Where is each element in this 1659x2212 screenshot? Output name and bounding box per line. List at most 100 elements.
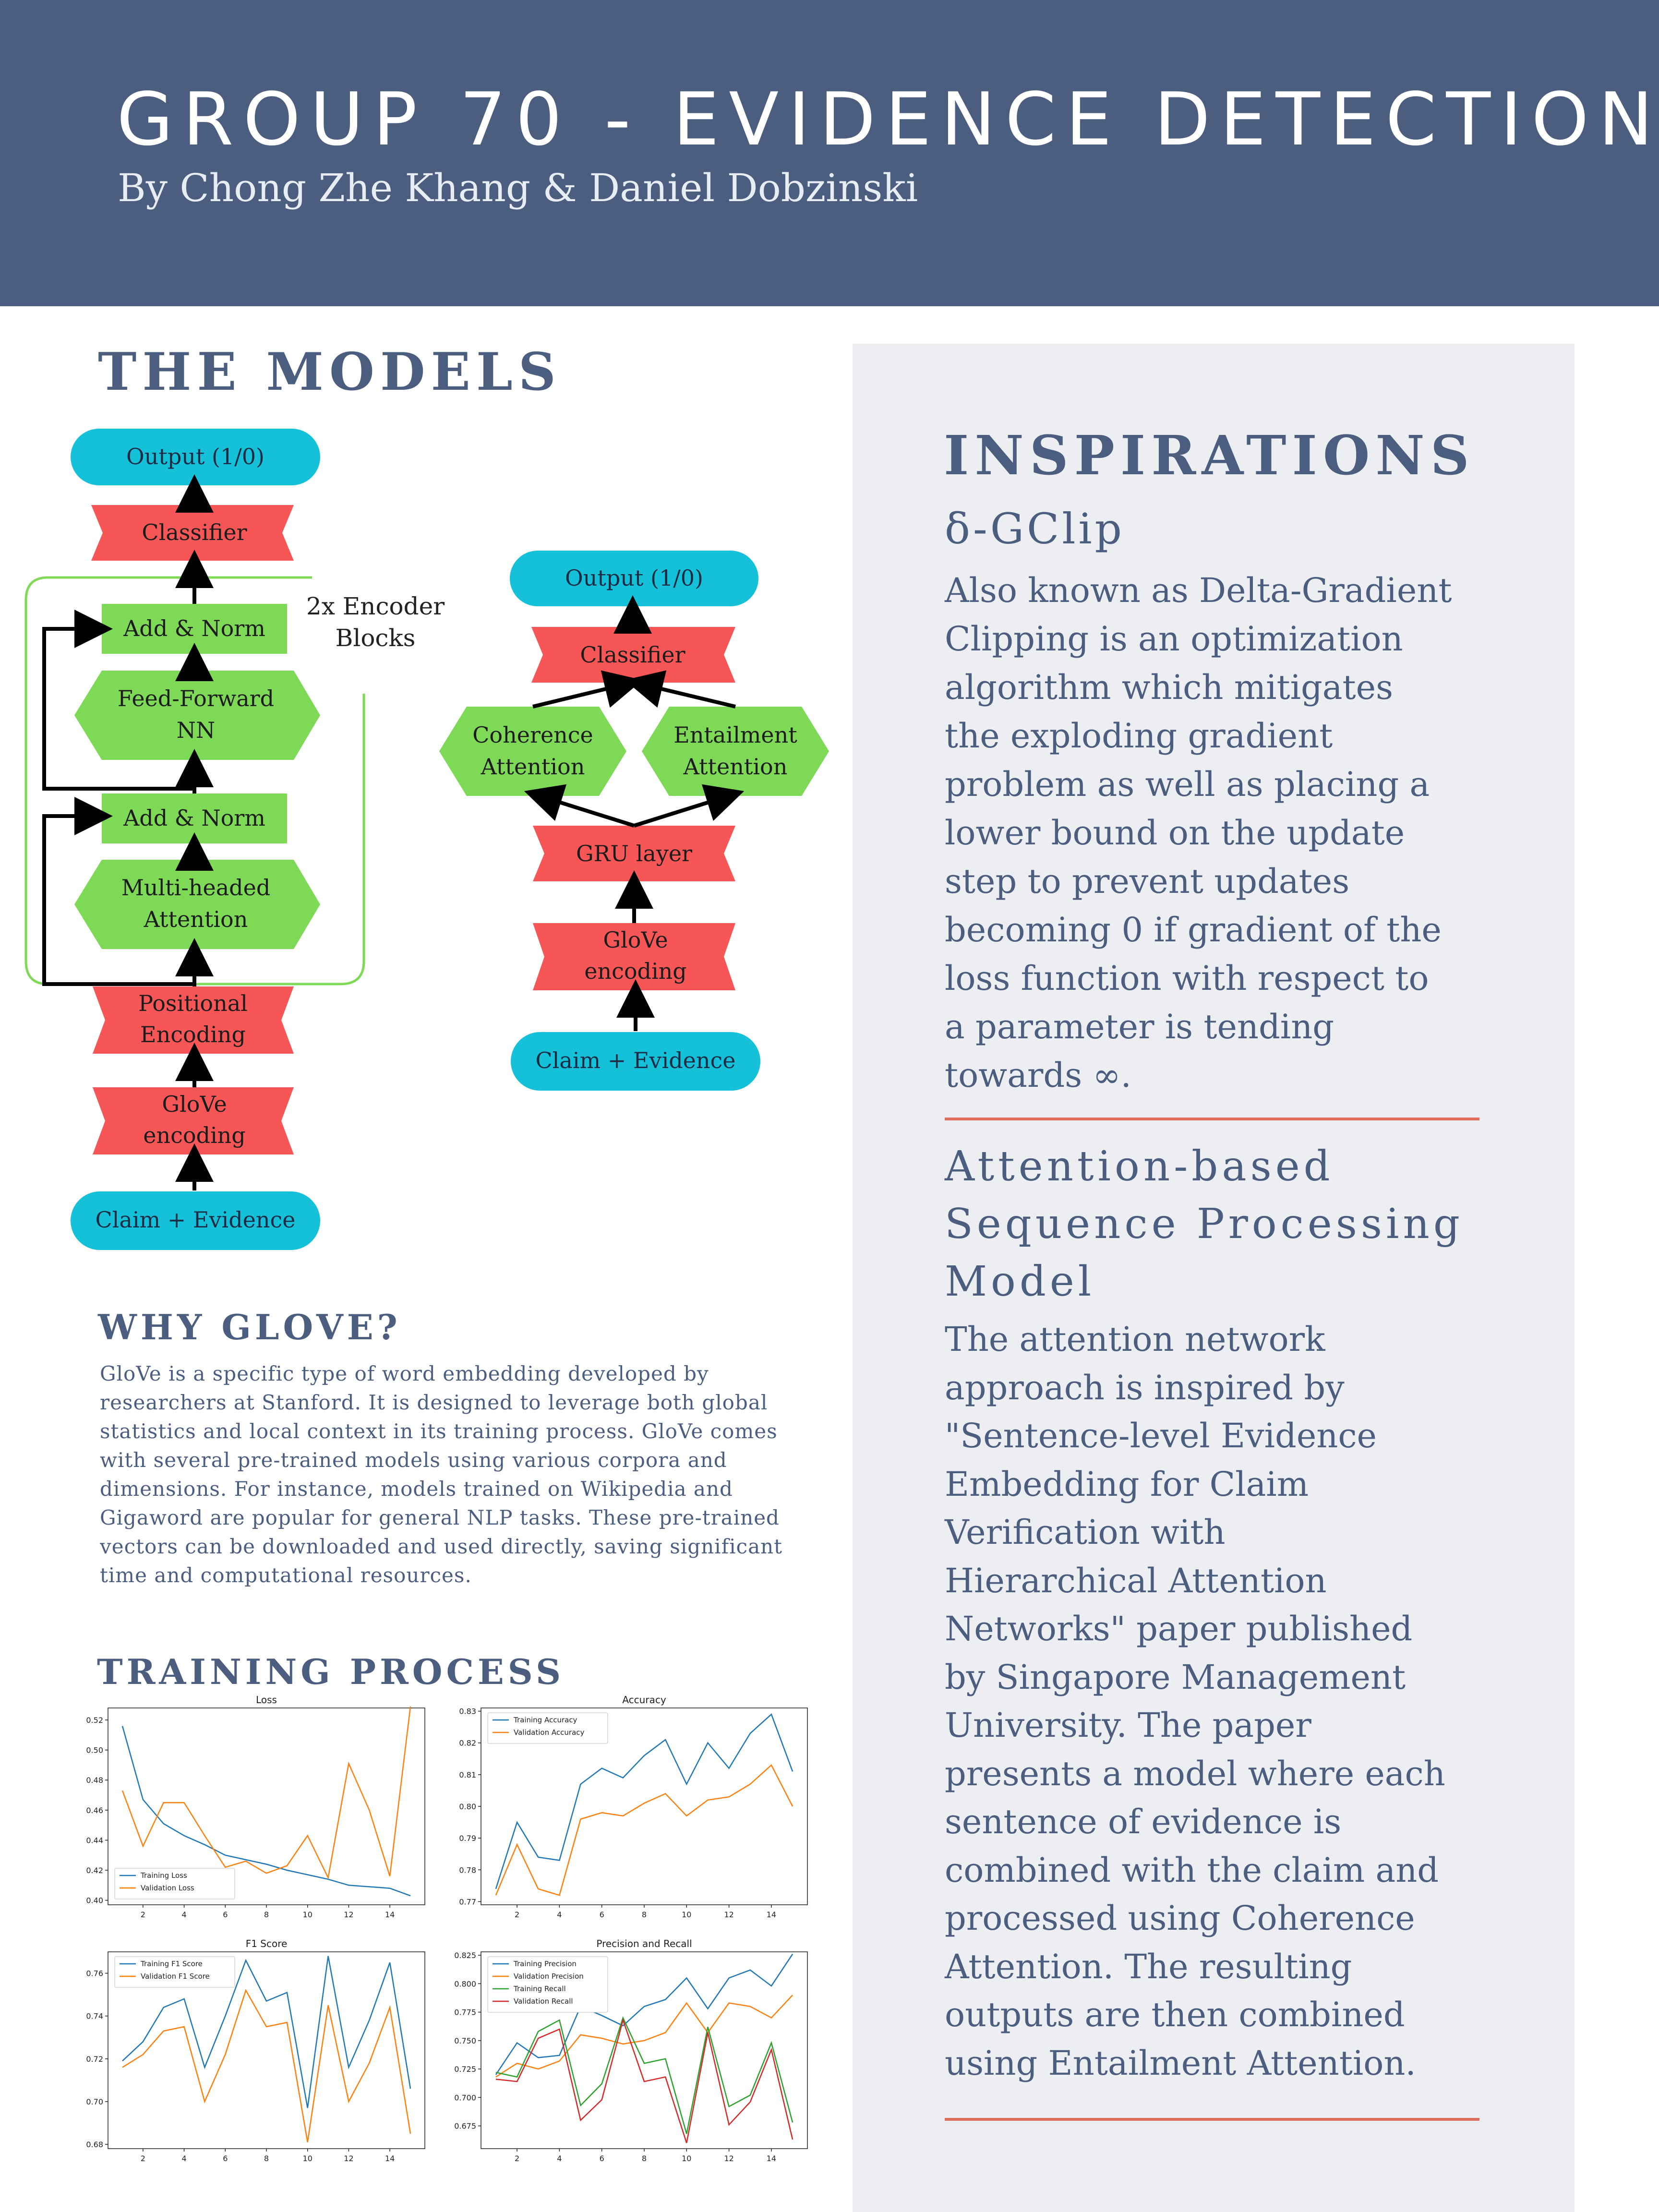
x-tick-label: 6 — [600, 1910, 604, 1919]
y-tick-label: 0.42 — [86, 1866, 103, 1875]
attention-line: combined with the claim and — [945, 1850, 1439, 1890]
right-classifier-banner — [531, 627, 735, 683]
right-entailment-label-1: Entailment — [673, 722, 797, 748]
y-tick-label: 0.46 — [86, 1806, 103, 1815]
attention-subheading-line: Model — [945, 1258, 1095, 1306]
right-glove-banner — [533, 923, 735, 990]
x-tick-label: 8 — [642, 2154, 647, 2163]
x-tick-label: 4 — [557, 1910, 562, 1919]
x-tick-label: 4 — [181, 2154, 186, 2163]
series-line — [495, 1954, 793, 2075]
why-glove-heading: WHY GLOVE? — [98, 1307, 401, 1347]
x-tick-label: 2 — [141, 1910, 145, 1919]
attention-line: using Entailment Attention. — [945, 2043, 1416, 2083]
attention-subheading-line: Sequence Processing — [945, 1200, 1464, 1248]
attention-line: Embedding for Claim — [945, 1464, 1309, 1504]
right-input-label: Claim + Evidence — [535, 1047, 735, 1073]
y-tick-label: 0.79 — [459, 1834, 476, 1843]
gclip-line: Clipping is an optimization — [945, 619, 1403, 659]
y-tick-label: 0.825 — [454, 1951, 476, 1960]
series-line — [495, 2016, 793, 2134]
x-tick-label: 8 — [264, 1910, 269, 1919]
gclip-line: becoming 0 if gradient of the — [945, 910, 1442, 950]
why-glove-line: vectors can be downloaded and used direc… — [100, 1535, 783, 1558]
why-glove-line: with several pre-trained models using va… — [100, 1448, 727, 1472]
why-glove-line: statistics and local context in its trai… — [100, 1419, 778, 1443]
left-mha-label-2: Attention — [144, 906, 248, 932]
attention-line: Hierarchical Attention — [945, 1561, 1327, 1600]
x-tick-label: 12 — [724, 1910, 733, 1919]
x-tick-label: 10 — [682, 1910, 691, 1919]
right-coherence-hexagon — [439, 707, 626, 796]
gclip-line: step to prevent updates — [945, 862, 1350, 901]
chart-title: Accuracy — [622, 1694, 666, 1706]
y-tick-label: 0.52 — [86, 1716, 103, 1725]
header-banner: GROUP 70 - EVIDENCE DETECTION By Chong Z… — [0, 0, 1659, 306]
x-tick-label: 14 — [385, 1910, 395, 1919]
gclip-line: algorithm which mitigates — [945, 668, 1393, 707]
left-positional-label-2: Encoding — [140, 1022, 246, 1047]
attention-line: sentence of evidence is — [945, 1802, 1342, 1841]
chart-title: Precision and Recall — [596, 1938, 692, 1949]
attention-line: presents a model where each — [945, 1754, 1445, 1793]
x-tick-label: 12 — [344, 1910, 353, 1919]
right-gru-label: GRU layer — [576, 841, 692, 866]
y-tick-label: 0.82 — [459, 1739, 476, 1748]
y-tick-label: 0.800 — [454, 1979, 476, 1988]
legend-label: Training Recall — [513, 1984, 566, 1993]
left-add-norm-top-label: Add & Norm — [123, 615, 265, 641]
encoder-label-line2: Blocks — [336, 624, 416, 652]
legend-box — [114, 1956, 235, 1988]
legend-label: Training Accuracy — [513, 1716, 577, 1724]
y-tick-label: 0.77 — [459, 1897, 476, 1906]
left-mha-label-1: Multi-headed — [121, 875, 271, 901]
left-glove-label-1: GloVe — [162, 1091, 227, 1117]
right-glove-label-2: encoding — [584, 958, 687, 984]
left-positional-label-1: Positional — [138, 990, 248, 1016]
y-tick-label: 0.83 — [459, 1707, 476, 1716]
right-coherence-label-2: Attention — [481, 754, 585, 780]
right-classifier-label: Classifier — [580, 642, 685, 668]
left-add-norm-bottom-label: Add & Norm — [123, 805, 265, 831]
left-ffn-label-1: Feed-Forward — [118, 685, 274, 711]
models-heading: THE MODELS — [98, 342, 562, 402]
right-entailment-hexagon — [642, 707, 829, 796]
series-line — [122, 1989, 411, 2142]
x-tick-label: 2 — [515, 2154, 519, 2163]
series-line — [495, 2018, 793, 2143]
y-tick-label: 0.48 — [86, 1776, 103, 1785]
poster-title: GROUP 70 - EVIDENCE DETECTION — [117, 77, 1659, 162]
chart-title: F1 Score — [246, 1938, 288, 1949]
right-output-pill — [510, 551, 758, 606]
gclip-line: Also known as Delta-Gradient — [945, 571, 1452, 610]
why-glove-line: GloVe is a specific type of word embeddi… — [100, 1362, 709, 1385]
series-line — [121, 1726, 411, 1897]
x-tick-label: 4 — [557, 2154, 562, 2163]
divider-line — [945, 2118, 1479, 2121]
x-tick-label: 10 — [303, 1910, 313, 1919]
left-glove-banner — [93, 1087, 294, 1154]
legend-label: Validation Accuracy — [514, 1728, 584, 1737]
series-line — [495, 1713, 793, 1889]
legend-label: Training F1 Score — [140, 1960, 203, 1968]
y-tick-label: 0.700 — [454, 2093, 476, 2102]
chart-svg: Precision and Recall0.6750.7000.7250.750… — [454, 1938, 808, 2163]
x-tick-label: 6 — [223, 1910, 228, 1919]
y-tick-label: 0.675 — [454, 2122, 476, 2131]
y-tick-label: 0.72 — [86, 2055, 103, 2064]
x-tick-label: 12 — [724, 2154, 733, 2163]
y-tick-label: 0.78 — [459, 1865, 476, 1875]
y-tick-label: 0.44 — [86, 1836, 103, 1845]
model-diagrams: 2x Encoder Blocks Output (1/0) Classifie… — [24, 429, 829, 1250]
attention-line: by Singapore Management — [945, 1657, 1406, 1697]
x-tick-label: 8 — [642, 1910, 647, 1919]
y-tick-label: 0.80 — [459, 1802, 476, 1811]
x-tick-label: 12 — [344, 2154, 353, 2163]
gclip-line: towards ∞. — [945, 1056, 1131, 1095]
attention-line: processed using Coherence — [945, 1899, 1415, 1938]
why-glove-line: dimensions. For instance, models trained… — [100, 1477, 733, 1501]
legend-label: Validation Recall — [514, 1997, 573, 2006]
encoder-block-outline — [24, 576, 365, 986]
legend-box — [114, 1868, 235, 1899]
